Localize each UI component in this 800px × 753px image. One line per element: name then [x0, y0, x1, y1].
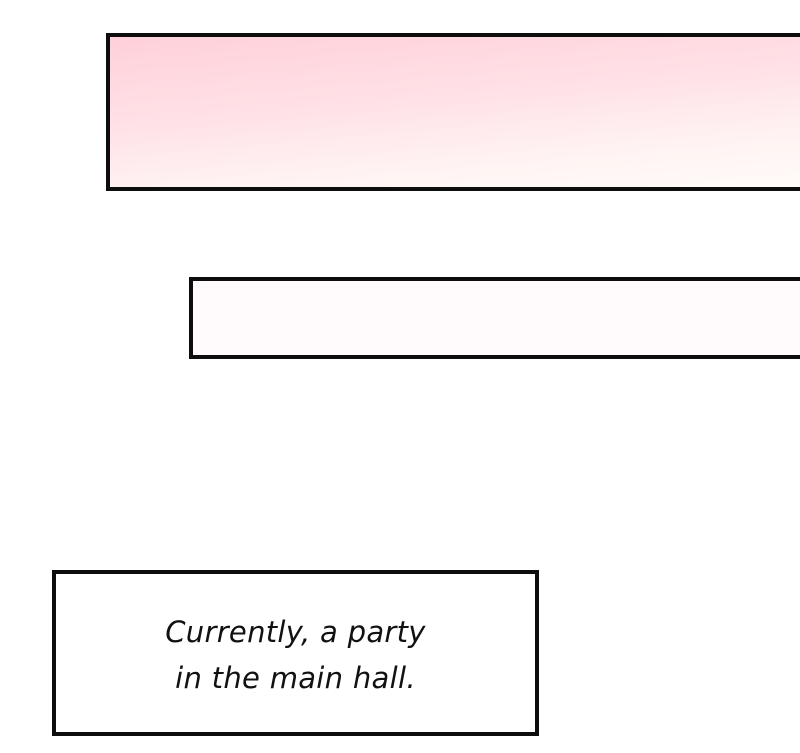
top-panel — [106, 33, 800, 191]
caption-line-1: Currently, a party — [165, 615, 426, 649]
caption-line-2: in the main hall. — [175, 661, 416, 695]
middle-panel — [189, 277, 800, 359]
caption-text: Currently, a party in the main hall. — [165, 609, 426, 701]
caption-box: Currently, a party in the main hall. — [52, 570, 539, 736]
